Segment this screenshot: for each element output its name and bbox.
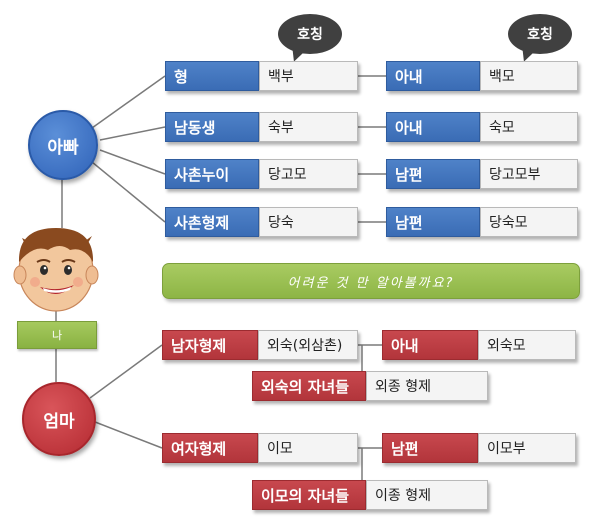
me-badge: 나 [17, 321, 97, 349]
spouse-label: 아내 [386, 61, 480, 91]
father-node: 아빠 [28, 110, 98, 180]
boy-face-icon [13, 228, 99, 312]
title-value: 이모 [258, 433, 358, 463]
spouse-title-value: 당숙모 [480, 207, 578, 237]
spouse-title-value: 이모부 [478, 433, 576, 463]
spouse-title-value: 외숙모 [478, 330, 576, 360]
spouse-label: 아내 [386, 112, 480, 142]
father-row-3-spouse: 남편 당고모부 [386, 159, 578, 189]
father-row-4-spouse: 남편 당숙모 [386, 207, 578, 237]
mother-uncle-spouse: 아내 외숙모 [382, 330, 576, 360]
bubble-label: 호칭 [297, 27, 323, 43]
spouse-label: 남편 [386, 207, 480, 237]
relation-label: 사촌누이 [165, 159, 259, 189]
spouse-title-value: 숙모 [480, 112, 578, 142]
title-value: 외종 형제 [366, 371, 488, 401]
speech-bubble-title: 호칭 [508, 14, 572, 54]
relation-label: 여자형제 [162, 433, 258, 463]
me-label: 나 [51, 329, 63, 342]
spouse-label: 남편 [382, 433, 478, 463]
relation-label: 형 [165, 61, 259, 91]
title-value: 이종 형제 [366, 480, 488, 510]
spouse-label: 아내 [382, 330, 478, 360]
relation-label: 사촌형제 [165, 207, 259, 237]
title-value: 백부 [259, 61, 358, 91]
title-value: 당고모 [259, 159, 358, 189]
relation-label: 남동생 [165, 112, 259, 142]
relation-label: 이모의 자녀들 [252, 480, 366, 510]
spouse-title-value: 당고모부 [480, 159, 578, 189]
mother-uncle-children: 외숙의 자녀들 외종 형제 [252, 371, 488, 401]
info-banner: 어려운 것 만 알아볼까요? [162, 263, 580, 299]
speech-bubble-title: 호칭 [278, 14, 342, 54]
banner-text: 어려운 것 만 알아볼까요? [287, 275, 455, 291]
father-row-1-spouse: 아내 백모 [386, 61, 578, 91]
mother-uncle-row: 남자형제 외숙(외삼촌) [162, 330, 358, 360]
mother-label: 엄마 [43, 411, 75, 432]
mother-aunt-row: 여자형제 이모 [162, 433, 358, 463]
father-row-2-spouse: 아내 숙모 [386, 112, 578, 142]
relation-label: 외숙의 자녀들 [252, 371, 366, 401]
spouse-title-value: 백모 [480, 61, 578, 91]
father-row-3-left: 사촌누이 당고모 [165, 159, 358, 189]
title-value: 외숙(외삼촌) [258, 330, 358, 360]
mother-node: 엄마 [22, 382, 96, 456]
father-row-4-left: 사촌형제 당숙 [165, 207, 358, 237]
spouse-label: 남편 [386, 159, 480, 189]
bubble-label: 호칭 [527, 27, 553, 43]
father-label: 아빠 [47, 137, 79, 158]
mother-aunt-children: 이모의 자녀들 이종 형제 [252, 480, 488, 510]
father-row-1-left: 형 백부 [165, 61, 358, 91]
relation-label: 남자형제 [162, 330, 258, 360]
title-value: 당숙 [259, 207, 358, 237]
mother-aunt-spouse: 남편 이모부 [382, 433, 576, 463]
father-row-2-left: 남동생 숙부 [165, 112, 358, 142]
title-value: 숙부 [259, 112, 358, 142]
